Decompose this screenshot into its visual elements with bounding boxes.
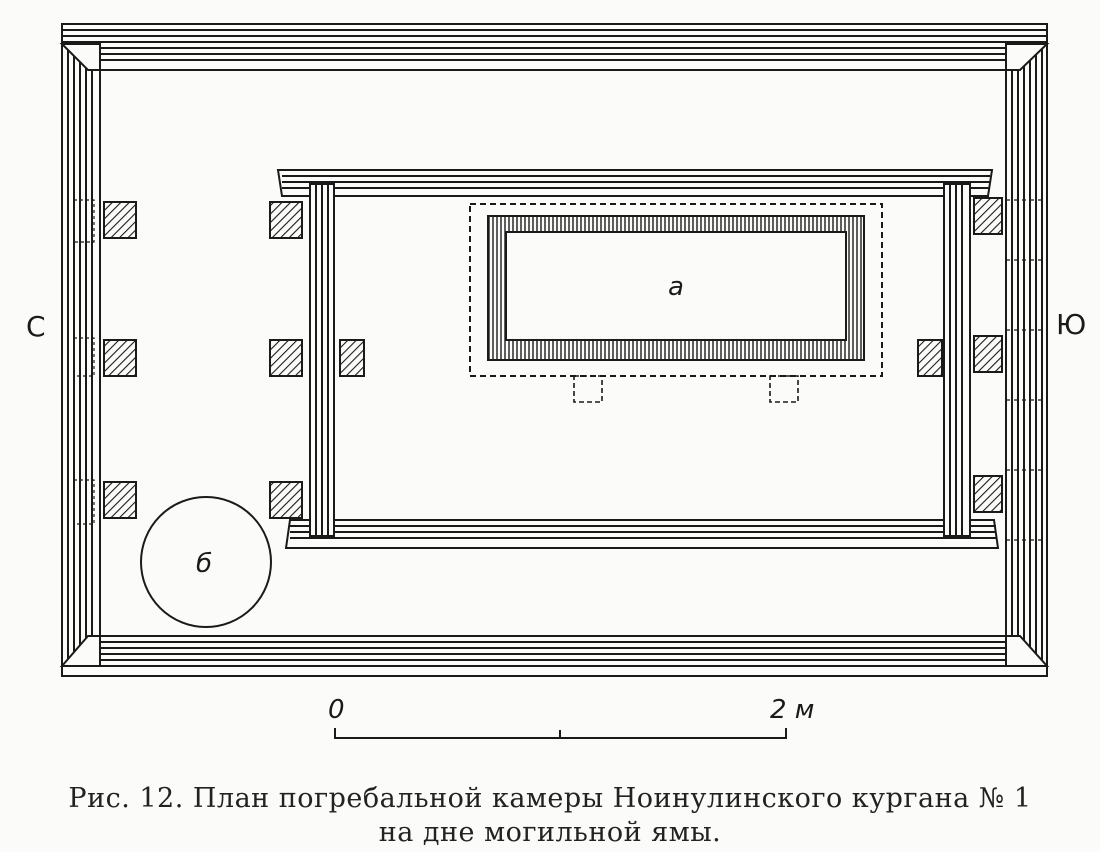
south-label: Ю: [1056, 308, 1086, 341]
outer-bottom-beam: [61, 635, 1048, 677]
coffin-label: а: [668, 272, 684, 302]
scale-end-label: 2 м: [770, 695, 814, 725]
post: [269, 201, 303, 239]
caption-line-2: на дне могильной ямы.: [378, 817, 722, 848]
post: [269, 481, 303, 519]
post: [103, 201, 137, 239]
post: [339, 339, 365, 377]
posts: [103, 197, 1003, 519]
scale-bar: [334, 728, 787, 739]
outer-top-beam: [61, 23, 1048, 71]
inner-right-beam: [943, 183, 971, 537]
coffin: а: [469, 203, 883, 403]
post: [973, 197, 1003, 235]
right-beam-joints: [1006, 199, 1047, 541]
coffin-outline-dashed: [469, 203, 883, 377]
pit: б: [140, 496, 272, 628]
inner-left-beam: [309, 183, 335, 537]
inner-chamber: [276, 169, 1000, 549]
caption-line-1: Рис. 12. План погребальной камеры Ноинул…: [68, 783, 1032, 814]
outer-right-beam: [1005, 43, 1050, 667]
post: [973, 475, 1003, 513]
pit-label: б: [196, 549, 212, 579]
scale-start-label: 0: [328, 695, 345, 725]
inner-bottom-beam: [284, 519, 1000, 549]
left-beam-notches: [73, 199, 95, 525]
coffin-leg-right: [769, 375, 799, 403]
north-label: С: [26, 310, 46, 343]
post: [973, 335, 1003, 373]
post: [103, 481, 137, 519]
post: [103, 339, 137, 377]
post: [917, 339, 943, 377]
outer-frame: [59, 23, 1050, 677]
post: [269, 339, 303, 377]
coffin-leg-left: [573, 375, 603, 403]
burial-chamber-plan: а б С Ю 0 2 м: [26, 23, 1086, 739]
inner-top-beam: [276, 169, 994, 197]
figure-caption: Рис. 12. План погребальной камеры Ноинул…: [0, 782, 1100, 850]
